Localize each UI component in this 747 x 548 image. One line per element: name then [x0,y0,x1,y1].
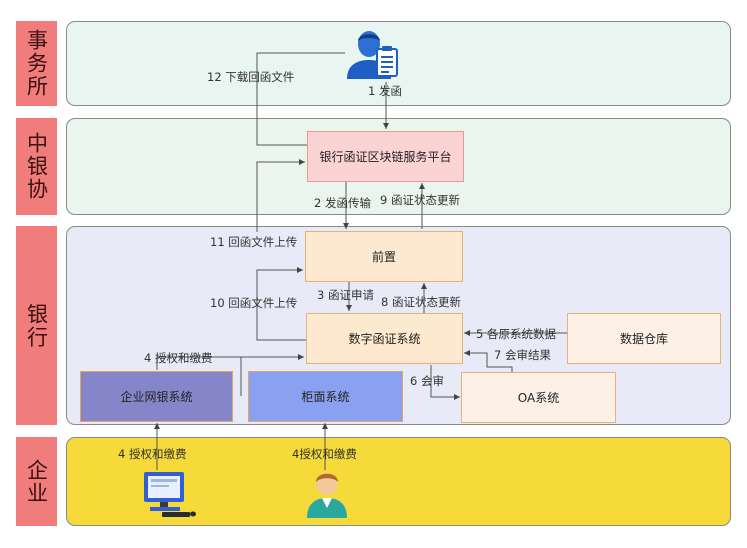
node-digital[interactable]: 数字函证系统 [306,313,463,364]
node-oa[interactable]: OA系统 [461,372,616,423]
lane-label-bank: 银行 [16,226,57,425]
label-send-letter: 1 发函 [368,84,402,98]
label-review-result: 7 会审结果 [494,348,551,362]
label-transmit: 2 发函传输 [314,196,371,210]
label-status-8: 8 函证状态更新 [381,295,461,309]
lane-label-firm: 事务所 [16,21,57,106]
node-counter[interactable]: 柜面系统 [248,371,403,422]
node-warehouse[interactable]: 数据仓库 [567,313,721,364]
node-platform[interactable]: 银行函证区块链服务平台 [307,131,464,182]
label-download: 12 下载回函文件 [207,70,295,84]
computer-terminal-icon [144,472,196,517]
label-upload-10: 10 回函文件上传 [210,296,298,310]
auditor-with-clipboard-icon [347,31,398,79]
person-icon [307,473,347,518]
edge-download [256,52,345,146]
edge-auth-netbank [156,354,304,370]
lane-label-cba: 中银协 [16,118,57,215]
edge-upload-11 [256,159,305,232]
label-review: 6 会审 [410,374,444,388]
label-status-9: 9 函证状态更新 [380,193,460,207]
label-auth-ent-right: 4授权和缴费 [292,447,357,461]
label-upload-11: 11 回函文件上传 [210,235,298,249]
label-source-data: 5 各原系统数据 [476,327,556,341]
edge-upload-10 [256,267,306,341]
label-auth-netbank: 4 授权和缴费 [144,351,213,365]
lane-firm [66,21,731,106]
lane-label-enterprise: 企业 [16,437,57,526]
label-auth-ent-left: 4 授权和缴费 [118,447,187,461]
edge-review [430,365,460,400]
node-front[interactable]: 前置 [305,231,463,282]
label-apply: 3 函证申请 [317,288,374,302]
node-netbank[interactable]: 企业网银系统 [80,371,233,422]
edge-review-result [464,350,513,372]
